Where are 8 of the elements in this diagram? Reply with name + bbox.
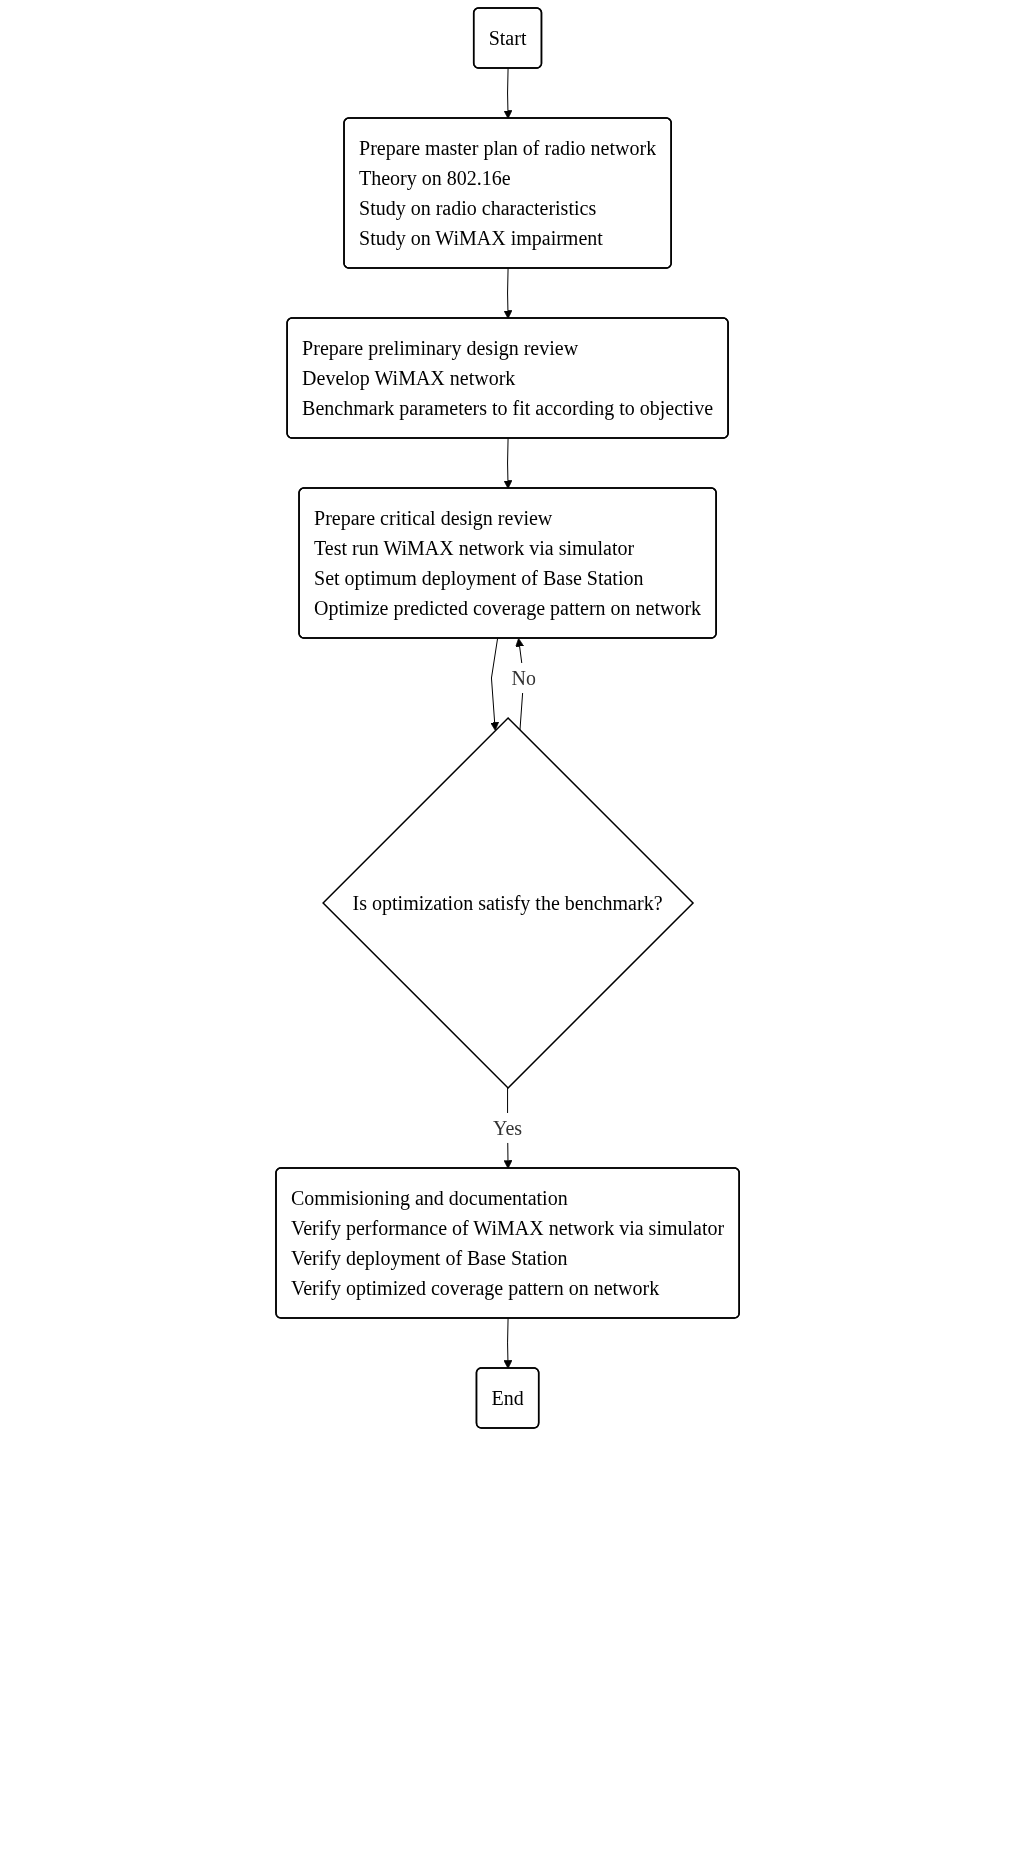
node-diamond: Is optimization satisfy the benchmark? — [322, 716, 695, 1089]
arrow — [503, 268, 513, 319]
arrow — [490, 638, 500, 731]
edge-label: No — [511, 667, 537, 689]
arrow — [503, 68, 513, 119]
arrow — [503, 438, 513, 489]
arrow — [503, 1317, 513, 1369]
edge-label: Yes — [493, 1116, 523, 1139]
